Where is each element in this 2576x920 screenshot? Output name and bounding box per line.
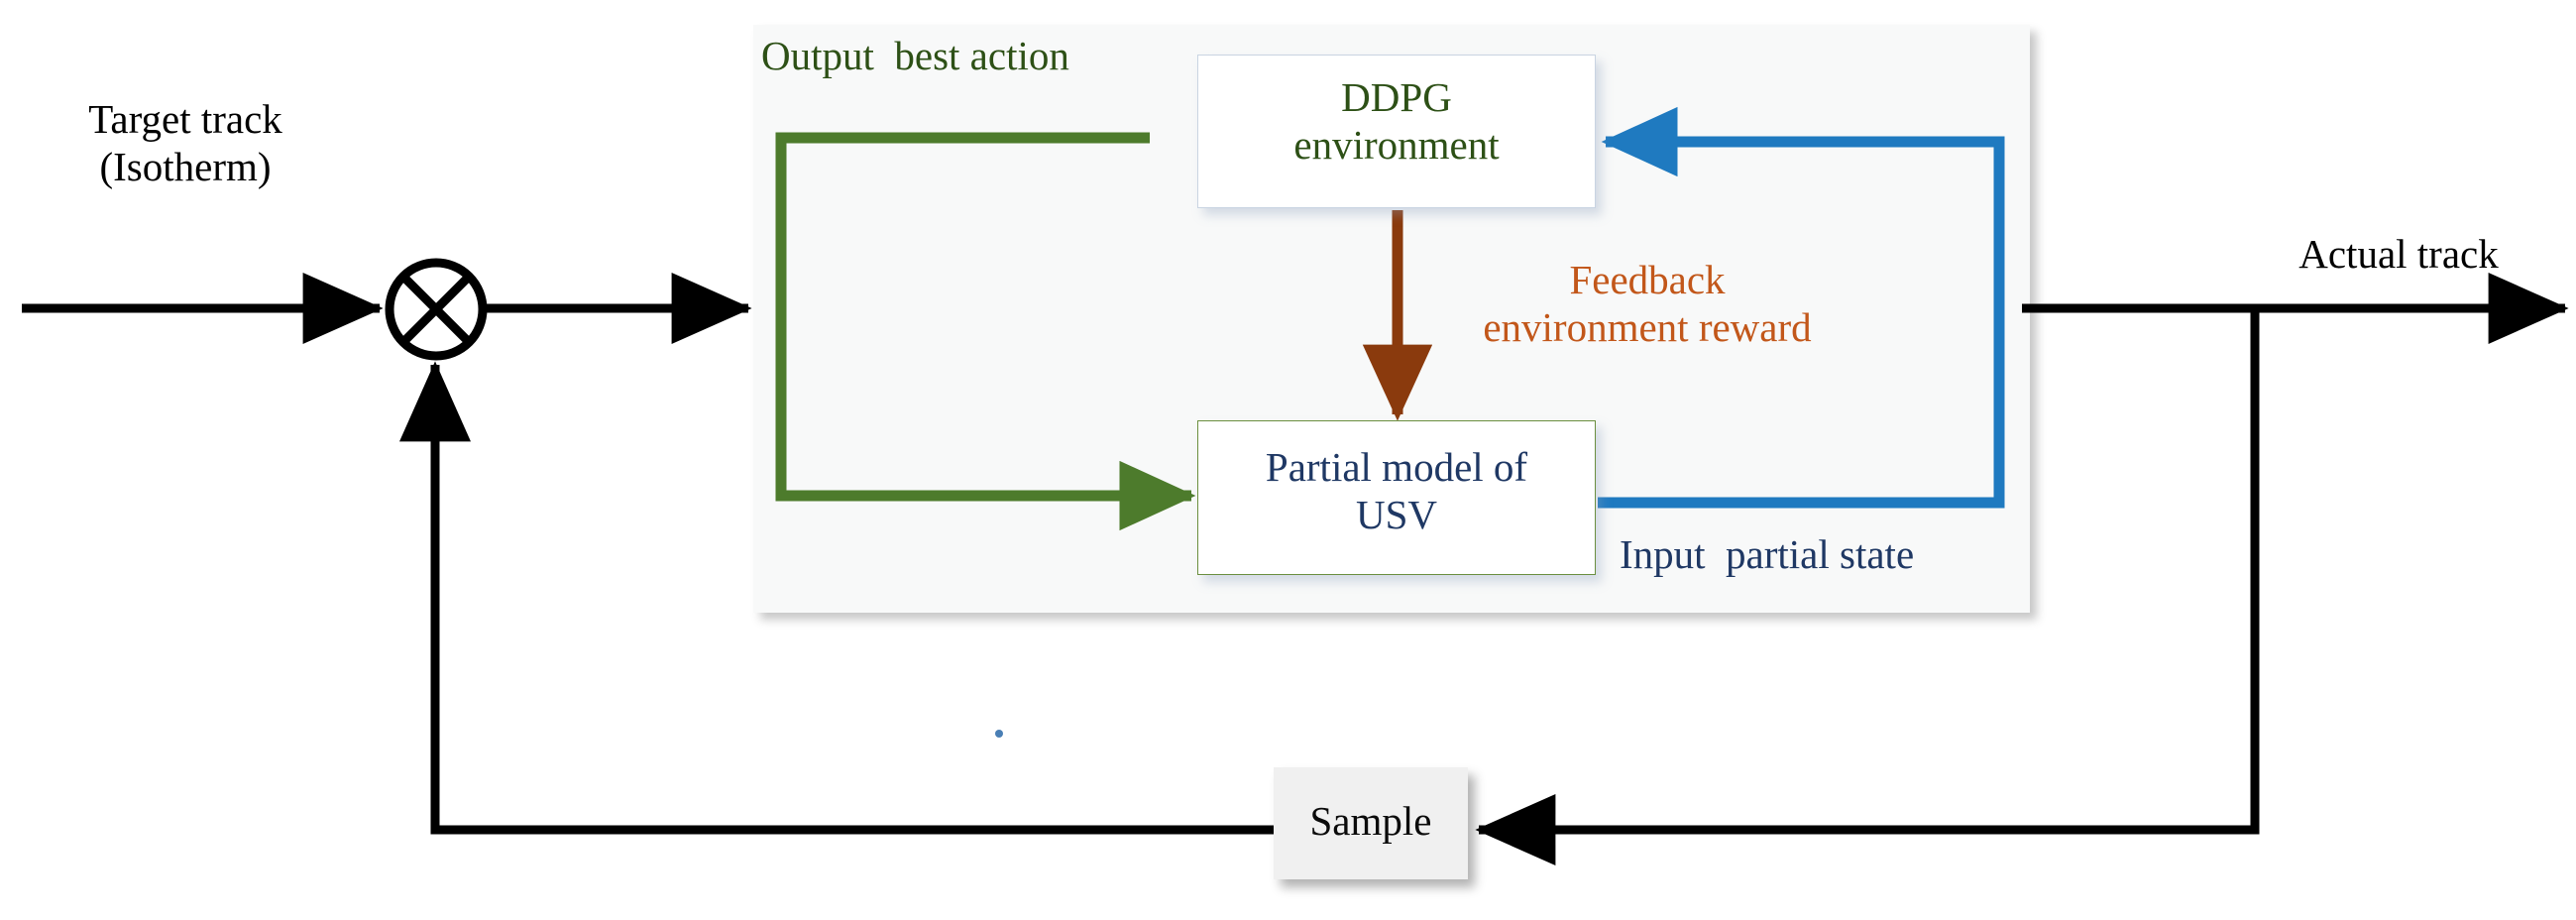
label-feedback-environment-reward: Feedback environment reward bbox=[1483, 257, 1812, 351]
signal-input-partial-state bbox=[1598, 106, 2005, 509]
label-actual-track: Actual track bbox=[2298, 231, 2499, 277]
label-output-best-action: Output best action bbox=[761, 33, 1069, 78]
label-input-partial-state: Input partial state bbox=[1620, 531, 1915, 577]
label-target-track: Target track (Isotherm) bbox=[88, 96, 282, 190]
block-ddpg-label: DDPG environment bbox=[1293, 74, 1500, 169]
block-partial-model-usv[interactable]: Partial model of USV bbox=[1197, 420, 1596, 575]
block-ddpg-environment[interactable]: DDPG environment bbox=[1197, 55, 1596, 208]
summing-junction bbox=[385, 258, 488, 361]
signal-actual-to-sample bbox=[1475, 308, 2260, 865]
block-sample-label: Sample bbox=[1309, 798, 1432, 844]
signal-sample-to-sum bbox=[399, 361, 1274, 835]
block-usv-label: Partial model of USV bbox=[1265, 444, 1528, 538]
stray-dot bbox=[995, 730, 1003, 738]
signal-output-best-action bbox=[775, 132, 1196, 531]
block-sample[interactable]: Sample bbox=[1274, 767, 1468, 879]
